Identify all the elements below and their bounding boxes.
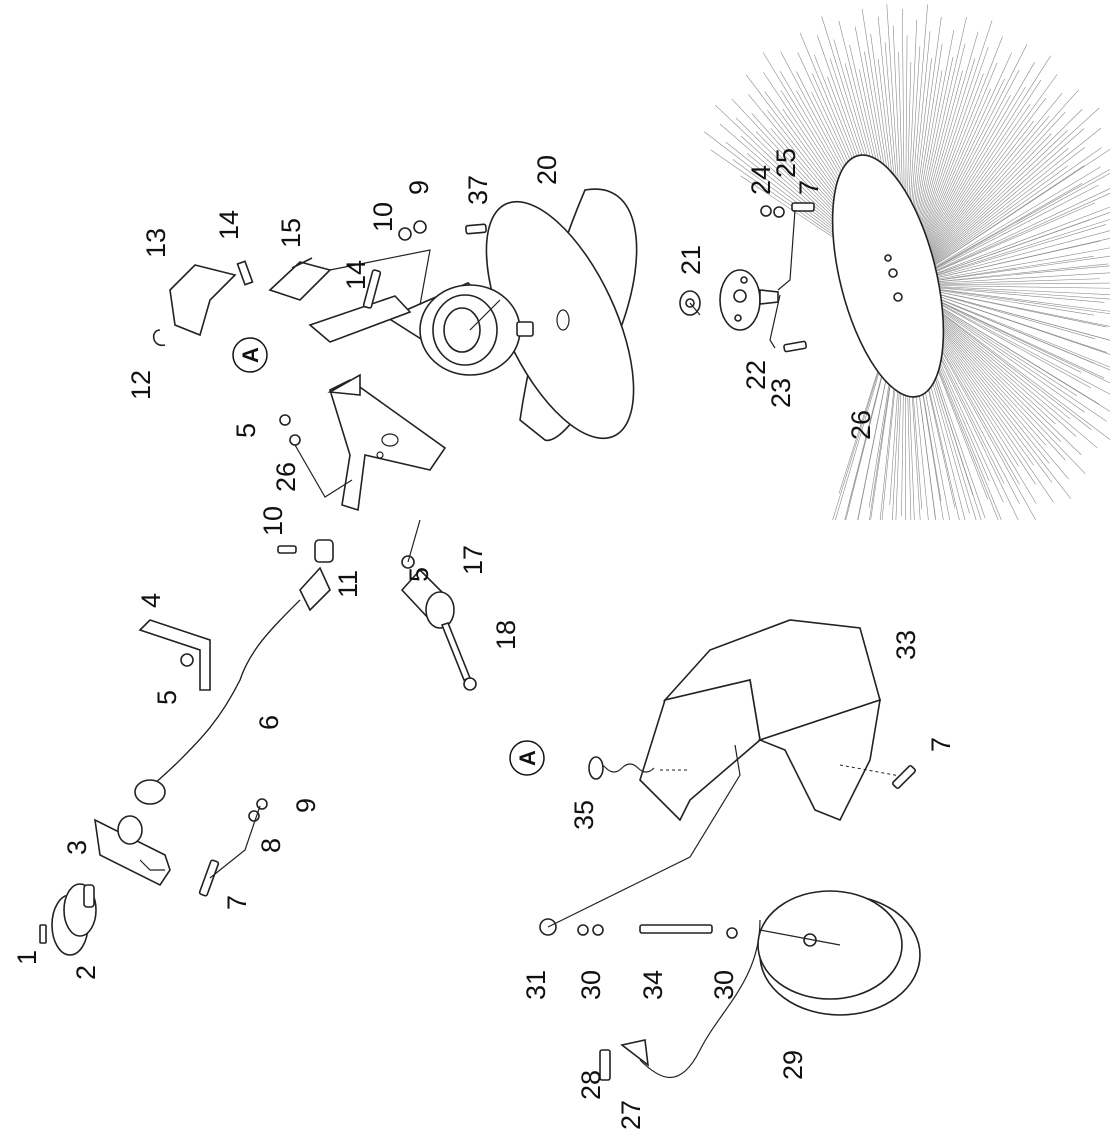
label-5: 5	[404, 567, 434, 582]
label-2: 2	[71, 965, 101, 980]
brush-disc	[831, 154, 945, 398]
label-28: 28	[576, 1070, 606, 1100]
side-panel	[639, 619, 916, 822]
label-22: 22	[741, 360, 771, 390]
callout-a-lower: A	[509, 740, 545, 776]
label-23: 23	[766, 378, 796, 408]
label-30: 30	[576, 970, 606, 1000]
label-35: 35	[569, 800, 599, 830]
adjust-knob	[39, 883, 97, 956]
part-number-labels: 1 2 3 4 5 5 5 6 7 7 7 8 9 9 10 10 11 12 …	[12, 148, 956, 1130]
label-13: 13	[141, 228, 171, 258]
label-26: 26	[846, 410, 876, 440]
label-14: 14	[341, 260, 371, 290]
label-4: 4	[136, 593, 166, 608]
mounting-bracket	[308, 295, 447, 512]
roller	[400, 568, 477, 691]
label-15: 15	[276, 218, 306, 248]
label-3: 3	[62, 840, 92, 855]
label-34: 34	[638, 970, 668, 1000]
label-8: 8	[256, 838, 286, 853]
label-1: 1	[12, 950, 42, 965]
bowden-cable	[134, 539, 334, 805]
cable-bracket	[138, 619, 211, 691]
label-31: 31	[521, 970, 551, 1000]
label-37: 37	[463, 175, 493, 205]
callout-a-upper: A	[232, 337, 268, 373]
label-26: 26	[271, 462, 301, 492]
label-29: 29	[778, 1050, 808, 1080]
svg-text:A: A	[515, 750, 540, 766]
spring-bracket	[268, 257, 332, 301]
label-7: 7	[222, 895, 252, 910]
label-5: 5	[231, 423, 261, 438]
leader-lines	[139, 209, 841, 946]
label-33: 33	[891, 630, 921, 660]
label-10: 10	[368, 202, 398, 232]
label-12: 12	[126, 370, 156, 400]
cable-mount	[93, 798, 268, 897]
label-17: 17	[458, 545, 488, 575]
svg-text:A: A	[238, 347, 263, 363]
label-6: 6	[254, 715, 284, 730]
label-20: 20	[532, 155, 562, 185]
label-24: 24	[746, 165, 776, 195]
air-bellows	[599, 890, 921, 1081]
label-10: 10	[258, 506, 288, 536]
label-9: 9	[291, 798, 321, 813]
label-27: 27	[616, 1100, 646, 1130]
threaded-rod	[639, 924, 713, 934]
label-14: 14	[214, 210, 244, 240]
label-5: 5	[152, 690, 182, 705]
label-18: 18	[491, 620, 521, 650]
label-30: 30	[709, 970, 739, 1000]
label-9: 9	[404, 180, 434, 195]
clip	[169, 264, 237, 337]
label-25: 25	[771, 148, 801, 178]
tension-spring	[588, 756, 655, 780]
label-7: 7	[926, 737, 956, 752]
label-7: 7	[794, 180, 824, 195]
label-11: 11	[333, 570, 363, 598]
label-21: 21	[676, 245, 706, 275]
